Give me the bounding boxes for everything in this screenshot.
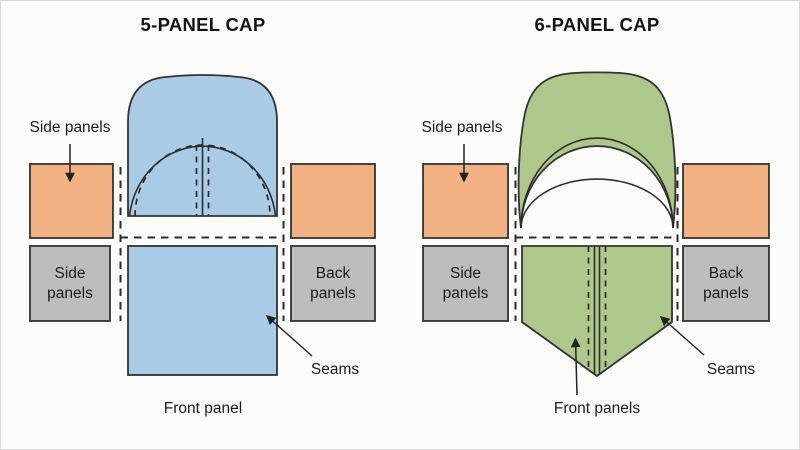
right-front-panels-label: Front panels (553, 400, 641, 417)
right-side-panel-square-top-right (682, 163, 770, 239)
right-front-panels-arrow (570, 337, 581, 396)
left-side-panel-square-top-left (29, 163, 114, 239)
right-side-panels-square (422, 245, 509, 322)
left-diagram-title: 5-PANEL CAP (140, 14, 266, 35)
left-back-panels-square-label: Back panels (291, 246, 375, 321)
left-seams-callout: Seams (310, 361, 360, 378)
left-side-panels-callout: Side panels (29, 119, 111, 136)
right-seams-arrow (659, 316, 705, 356)
left-back-panels-square (290, 245, 376, 322)
left-side-panel-square-top-right (290, 163, 376, 239)
left-side-panels-square-text: Side panels (47, 265, 93, 302)
six-panel-front-panels-shape (521, 245, 673, 378)
left-seams-arrow (265, 315, 313, 357)
right-seams-callout: Seams (706, 361, 756, 378)
six-panel-crown-shape (517, 71, 677, 229)
left-side-panels-square-label: Side panels (30, 246, 110, 321)
left-side-panels-square (29, 245, 111, 322)
right-back-panels-square-text: Back panels (703, 265, 749, 302)
six-panel-brim-edge-arc (520, 137, 674, 229)
six-panel-opening-arc (520, 178, 674, 229)
right-back-panels-square-label: Back panels (683, 246, 769, 321)
right-back-panels-square (682, 245, 770, 322)
right-diagram-title: 6-PANEL CAP (534, 14, 660, 35)
right-side-panel-square-top-left (422, 163, 509, 239)
left-front-panel-label: Front panel (163, 400, 243, 417)
right-side-panels-square-label: Side panels (423, 246, 508, 321)
left-back-panels-square-text: Back panels (310, 265, 356, 302)
right-side-panels-callout: Side panels (421, 119, 503, 136)
five-panel-front-panel (127, 245, 278, 376)
right-side-panels-square-text: Side panels (442, 265, 489, 302)
